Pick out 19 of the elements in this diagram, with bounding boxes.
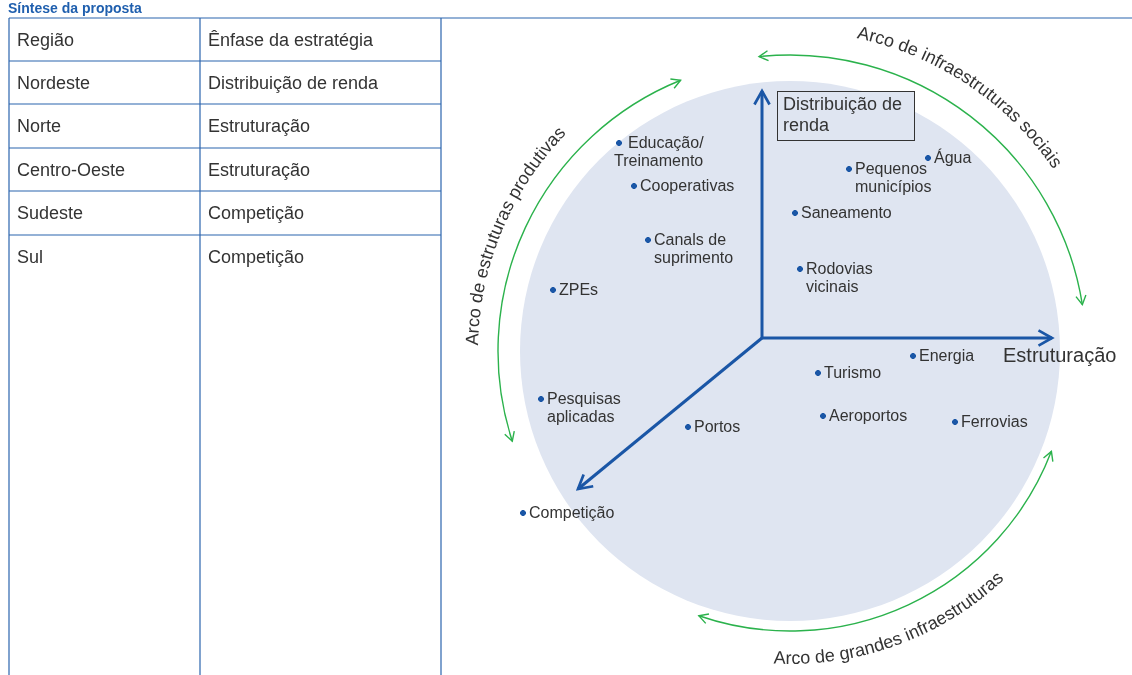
table-cell-text: Região bbox=[17, 29, 75, 51]
table-cell-text: Nordeste bbox=[17, 72, 91, 94]
table-cell-text: Distribuição de renda bbox=[208, 72, 379, 94]
table-cell-text: Norte bbox=[17, 115, 61, 137]
table-cell-text: Competição bbox=[208, 202, 305, 224]
table-cell-text: Ênfase da estratégia bbox=[208, 29, 374, 51]
bullet-item: Energia bbox=[909, 347, 975, 365]
title: Síntese da proposta bbox=[8, 0, 142, 16]
label-box: Distribuição de renda bbox=[777, 91, 915, 141]
table-cell-text: Competição bbox=[208, 246, 305, 268]
bullet-item: Competição bbox=[519, 504, 615, 522]
table-cell-text: Sul bbox=[17, 246, 43, 268]
table-cell-text: Estruturação bbox=[208, 159, 311, 181]
table-cell-text: Sudeste bbox=[17, 202, 84, 224]
bullet-item: Aeroportos bbox=[819, 407, 908, 425]
table-cell-text: Centro-Oeste bbox=[17, 159, 126, 181]
table-cell-text: Estruturação bbox=[208, 115, 311, 137]
axis-label: Estruturação bbox=[1003, 344, 1117, 366]
bullet-item: Cooperativas bbox=[630, 177, 735, 195]
